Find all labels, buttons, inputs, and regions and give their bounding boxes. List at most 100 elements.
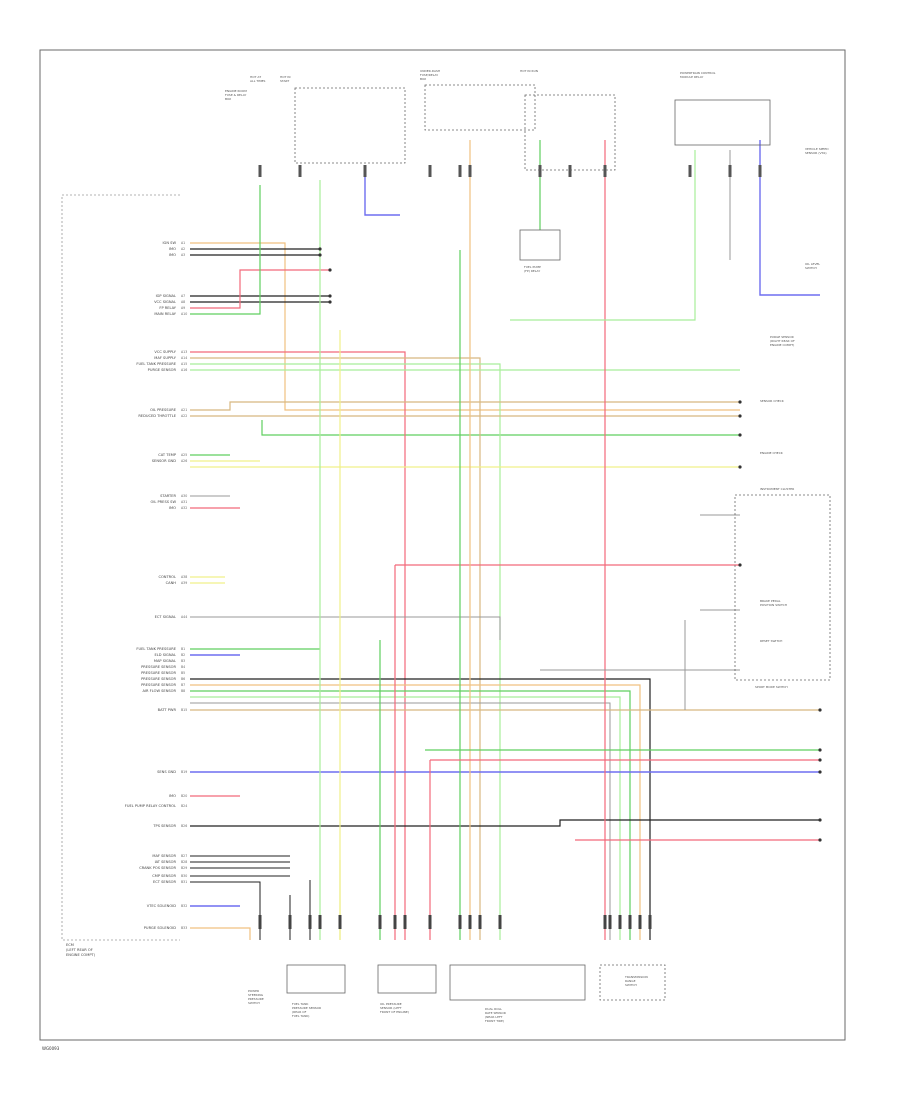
wire-connector [403, 915, 407, 929]
svg-text:ENGINE COMPT): ENGINE COMPT) [66, 953, 96, 957]
ecm-pin-number: A39 [181, 581, 187, 585]
wire-connector [288, 915, 292, 929]
label-engine-room-fuse: ENGINE ROOM FUSE & RELAY BOX [225, 89, 247, 101]
wire-connector [393, 915, 397, 929]
wire-connector [338, 915, 342, 929]
ecm-pin-label: PRESSURE SENSOR [141, 677, 176, 681]
ecm-pin-number: A25 [181, 453, 187, 457]
engine-check-label: ENGINE CHECK [760, 451, 784, 455]
wire [190, 696, 621, 940]
wire-connector [468, 915, 472, 929]
ecm-pin-label: FP RELAY [159, 306, 176, 310]
bottom-components: FUEL TANK PRESSURE SENSOR (REAR OF FUEL … [248, 964, 666, 1023]
svg-text:(REAR OF: (REAR OF [292, 1010, 307, 1014]
svg-text:FUEL TANK): FUEL TANK) [292, 1014, 309, 1018]
label-under-dash-fuse: UNDER-DASH FUSE/RELAY BOX [420, 69, 440, 81]
ecm-pin-label: FUEL TANK PRESSURE [136, 362, 176, 366]
ecm-pin-number: B1 [181, 647, 185, 651]
svg-text:SPORT MODE SWITCH: SPORT MODE SWITCH [755, 685, 788, 689]
ecm-pin-label: MAF SENSOR [152, 854, 176, 858]
ecm-pin-label: IGP SIGNAL [156, 294, 176, 298]
wire [190, 819, 820, 827]
ecm-outline [61, 194, 180, 941]
connector-node [818, 838, 822, 842]
ecm-pin-label: STARTER [160, 494, 176, 498]
connector-node [818, 748, 822, 752]
svg-text:(FP) RELAY: (FP) RELAY [524, 269, 540, 273]
svg-text:(RIGHT REAR OF: (RIGHT REAR OF [770, 339, 795, 343]
svg-text:START: START [280, 79, 289, 83]
wire-connector [628, 915, 632, 929]
svg-text:DUAL ROLL: DUAL ROLL [485, 1007, 502, 1011]
svg-text:OIL LEVEL: OIL LEVEL [805, 262, 820, 266]
ecm-pin-label: PRESSURE SENSOR [141, 683, 176, 687]
svg-text:FUSE & RELAY: FUSE & RELAY [225, 93, 247, 97]
connector-node [818, 758, 822, 762]
ecm-pin-label: VCC SUPPLY [154, 350, 176, 354]
svg-text:ECM: ECM [66, 943, 74, 947]
ecm-pin-number: B3 [181, 659, 185, 663]
svg-text:ENGINE COMPT): ENGINE COMPT) [770, 343, 794, 347]
ecm-pin-number: A22 [181, 414, 187, 418]
wire-connector [758, 165, 762, 177]
wire-connector [428, 165, 432, 177]
ecm-pin-number: A2 [181, 247, 185, 251]
svg-text:RATE SENSOR: RATE SENSOR [485, 1011, 506, 1015]
svg-text:VEHICLE SPEED: VEHICLE SPEED [805, 147, 829, 151]
ecm-pin-number: B19 [181, 770, 187, 774]
wire-connector [298, 165, 302, 177]
ecm-pin-number: A38 [181, 575, 187, 579]
oil-level-label: OIL LEVEL SWITCH [805, 262, 820, 270]
ecm-pin-label: IAT SENSOR [155, 860, 177, 864]
wire-connector [538, 165, 542, 177]
ecm-pin-label: PURGE SOLENOID [144, 926, 176, 930]
svg-text:SENSOR (VSS): SENSOR (VSS) [805, 151, 827, 155]
ecm-pin-label: FUEL PUMP RELAY CONTROL [125, 804, 176, 808]
ecm-pin-number: A15 [181, 362, 187, 366]
label-hot-in-run: HOT IN RUN [520, 69, 538, 73]
reset-switch-label: RESET SWITCH [760, 639, 782, 643]
ecm-pin-label: VCC SIGNAL [154, 300, 176, 304]
svg-text:FUEL PUMP: FUEL PUMP [524, 265, 541, 269]
connector-node [318, 253, 322, 257]
bottom-transmission-range-switch: TRANSMISSION RANGE SWITCH [599, 964, 666, 1001]
wire [759, 140, 820, 296]
sensor-check-label: SENSOR CHECK [760, 399, 785, 403]
svg-text:SENSOR CHECK: SENSOR CHECK [760, 399, 785, 403]
wire-connector [568, 165, 572, 177]
instrument-cluster-label: INSTRUMENT CLUSTER [760, 487, 794, 491]
svg-text:HOT IN RUN: HOT IN RUN [520, 69, 538, 73]
ecm-pin-label: FUEL TANK PRESSURE [136, 647, 176, 651]
connector-node [328, 300, 332, 304]
connector-node [818, 708, 822, 712]
wire [190, 269, 330, 309]
ecm-pin-label: IMO [169, 506, 176, 510]
svg-text:OIL PRESSURE: OIL PRESSURE [380, 1002, 402, 1006]
ecm-pin-label: ELD SIGNAL [155, 653, 176, 657]
wire [190, 401, 740, 411]
ecm-pin-label: CAT TEMP [158, 453, 177, 457]
wire-connector [728, 165, 732, 177]
svg-text:RESET SWITCH: RESET SWITCH [760, 639, 782, 643]
svg-text:MODULE RELAY: MODULE RELAY [680, 75, 704, 79]
wire-connector [603, 165, 607, 177]
ecm-pin-number: B15 [181, 708, 187, 712]
wire-connector [468, 165, 472, 177]
svg-text:FRONT OF ENGINE): FRONT OF ENGINE) [380, 1010, 409, 1014]
ecm-pin-label: IGN SW [162, 241, 176, 245]
svg-text:BOX: BOX [420, 77, 426, 81]
wire-connector [258, 165, 262, 177]
ecm-pin-number: A30 [181, 494, 187, 498]
ecm-pin-number: B20 [181, 794, 187, 798]
ecm-pin-number: A16 [181, 368, 187, 372]
svg-text:SWITCH: SWITCH [625, 983, 637, 987]
ecm-pin-number: A1 [181, 241, 185, 245]
ecm-pin-label: CRANK POS SENSOR [139, 866, 176, 870]
connector-node [738, 414, 742, 418]
ecm-pin-number: B27 [181, 854, 187, 858]
svg-text:SWITCH: SWITCH [248, 1001, 260, 1005]
wire [364, 175, 400, 216]
svg-text:(LEFT REAR OF: (LEFT REAR OF [66, 948, 93, 952]
wire [190, 684, 641, 940]
